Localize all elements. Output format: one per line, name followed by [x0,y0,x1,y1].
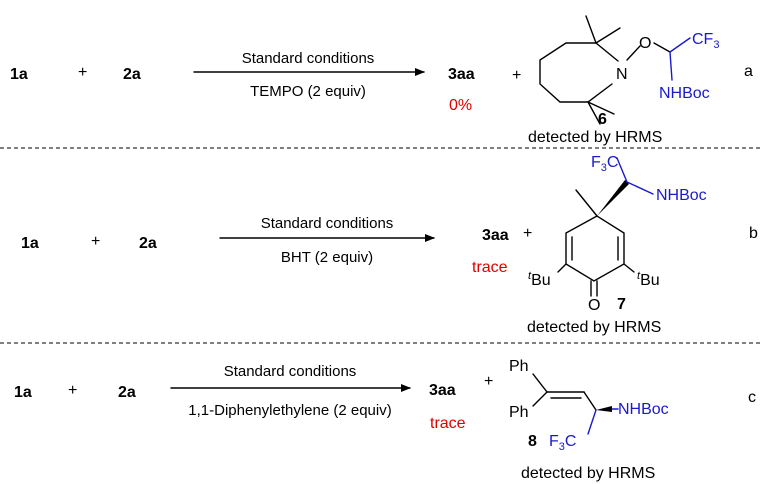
detected-label: detected by HRMS [528,129,662,146]
row-c: 1a + 2a Standard conditions 1,1-Diphenyl… [14,358,756,482]
group-nhboc: NHBoc [656,187,707,204]
yield-label: trace [472,259,508,276]
plus-sign: + [512,67,521,84]
reactant-2a: 2a [139,235,157,252]
reactant-2a: 2a [118,384,136,401]
atom-oxygen: O [639,35,651,52]
group-phenyl-bottom: Ph [509,404,529,421]
condition-bottom: 1,1-Diphenylethylene (2 equiv) [188,402,391,419]
structure-alkene-adduct-8: Ph Ph NHBoc F3C [509,358,669,453]
detected-label: detected by HRMS [521,465,655,482]
compound-number-7: 7 [617,296,626,313]
condition-top: Standard conditions [224,363,357,380]
entry-label-a: a [744,63,753,80]
plus-sign: + [523,225,532,242]
detected-label: detected by HRMS [527,319,661,336]
atom-oxygen: O [588,297,600,314]
group-nhboc: NHBoc [618,401,669,418]
compound-number-8: 8 [528,433,537,450]
group-cf3: CF3 [692,31,719,51]
atom-nitrogen: N [616,66,628,83]
plus-sign: + [78,64,87,81]
structure-tempo-adduct-6: N O CF3 NHBoc [539,15,719,125]
product-3aa: 3aa [482,227,509,244]
group-f3c: F3C [549,433,576,453]
group-phenyl-top: Ph [509,358,529,375]
compound-number-6: 6 [598,111,607,128]
reactant-1a: 1a [10,66,28,83]
plus-sign: + [91,233,100,250]
group-nhboc: NHBoc [659,85,710,102]
row-b: 1a + 2a Standard conditions BHT (2 equiv… [21,154,758,336]
plus-sign: + [68,382,77,399]
condition-top: Standard conditions [242,50,375,67]
row-a: 1a + 2a Standard conditions TEMPO (2 equ… [10,15,753,146]
group-tert-butyl-left: tBu [528,270,551,289]
condition-bottom: TEMPO (2 equiv) [250,83,366,100]
reactant-1a: 1a [21,235,39,252]
group-tert-butyl-right: tBu [637,270,660,289]
product-3aa: 3aa [429,382,456,399]
entry-label-b: b [749,225,758,242]
yield-label: trace [430,415,466,432]
reactant-2a: 2a [123,66,141,83]
condition-bottom: BHT (2 equiv) [281,249,373,266]
yield-label: 0% [449,97,472,114]
group-f3c: F3C [591,154,618,174]
product-3aa: 3aa [448,66,475,83]
condition-top: Standard conditions [261,215,394,232]
entry-label-c: c [748,389,756,406]
plus-sign: + [484,373,493,390]
reactant-1a: 1a [14,384,32,401]
structure-bht-adduct-7: F3C NHBoc tBu tBu O [528,154,707,314]
